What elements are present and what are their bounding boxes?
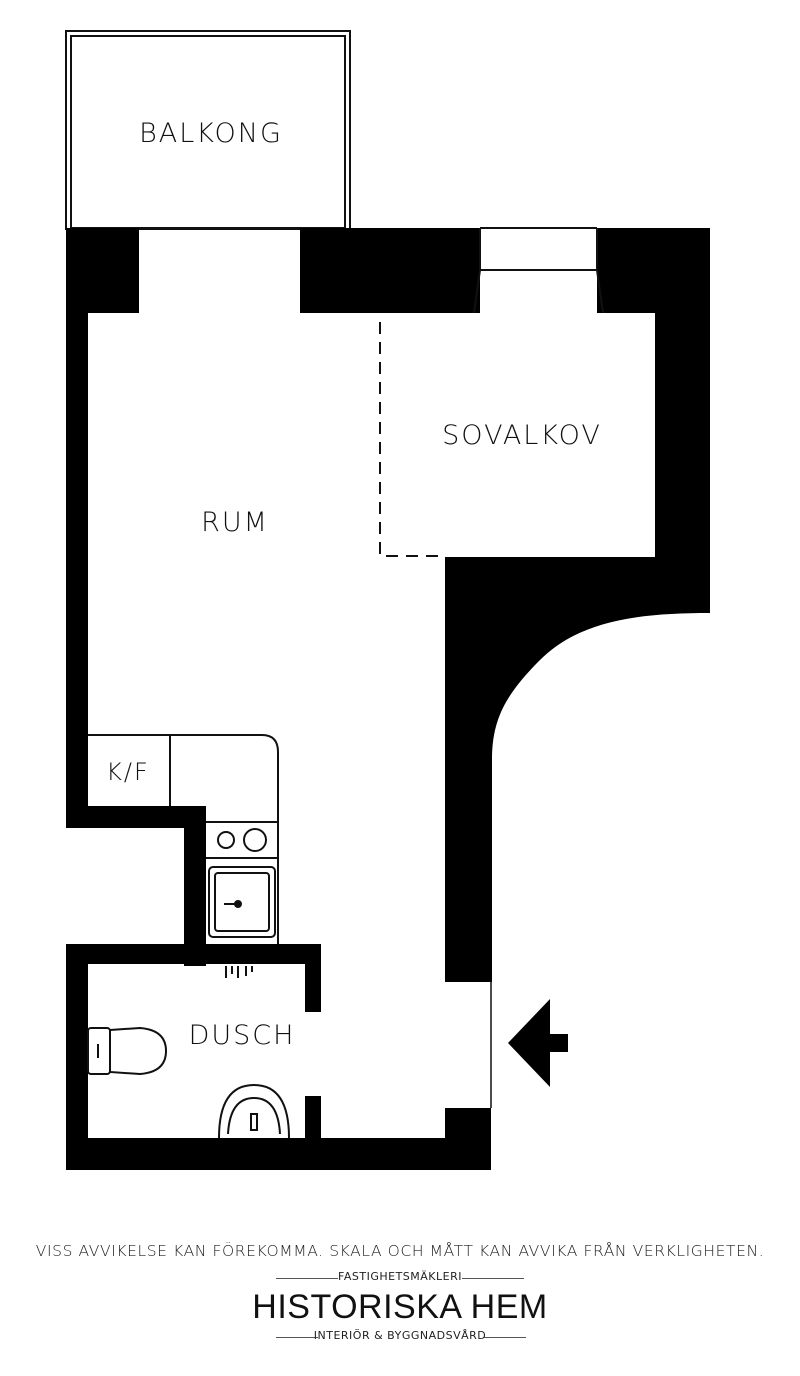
disclaimer-text: VISS AVVIKELSE KAN FÖREKOMMA. SKALA OCH … (35, 1242, 765, 1260)
window-niche (473, 227, 604, 314)
stove-icon (217, 828, 267, 852)
floor-plan: BALKONG SOVALKOV RUM K/F DUSCH (65, 30, 710, 1170)
company-logo: FASTIGHETSMÄKLERI HISTORISKA HEM INTERIÖ… (0, 1268, 800, 1348)
logo-top-text: FASTIGHETSMÄKLERI (338, 1270, 462, 1283)
room-label-shower: DUSCH (189, 1020, 296, 1051)
room-label-room: RUM (201, 507, 269, 538)
sink-icon (208, 866, 276, 938)
room-label-balcony: BALKONG (139, 118, 283, 149)
room-label-sleeping-alcove: SOVALKOV (442, 420, 602, 451)
alcove-boundary (379, 322, 445, 557)
balcony (65, 30, 351, 230)
logo-main-text: HISTORISKA HEM (252, 1288, 548, 1326)
washbasin-icon (218, 1083, 290, 1139)
toilet-icon (87, 1026, 168, 1076)
room-label-fridge-freezer: K/F (106, 758, 150, 786)
faucet-icon (225, 966, 253, 978)
kitchen-counter (88, 734, 279, 944)
arrow-left-icon (508, 999, 568, 1087)
logo-bottom-text: INTERIÖR & BYGGNADSVÅRD (313, 1329, 487, 1342)
walls (66, 228, 710, 1170)
